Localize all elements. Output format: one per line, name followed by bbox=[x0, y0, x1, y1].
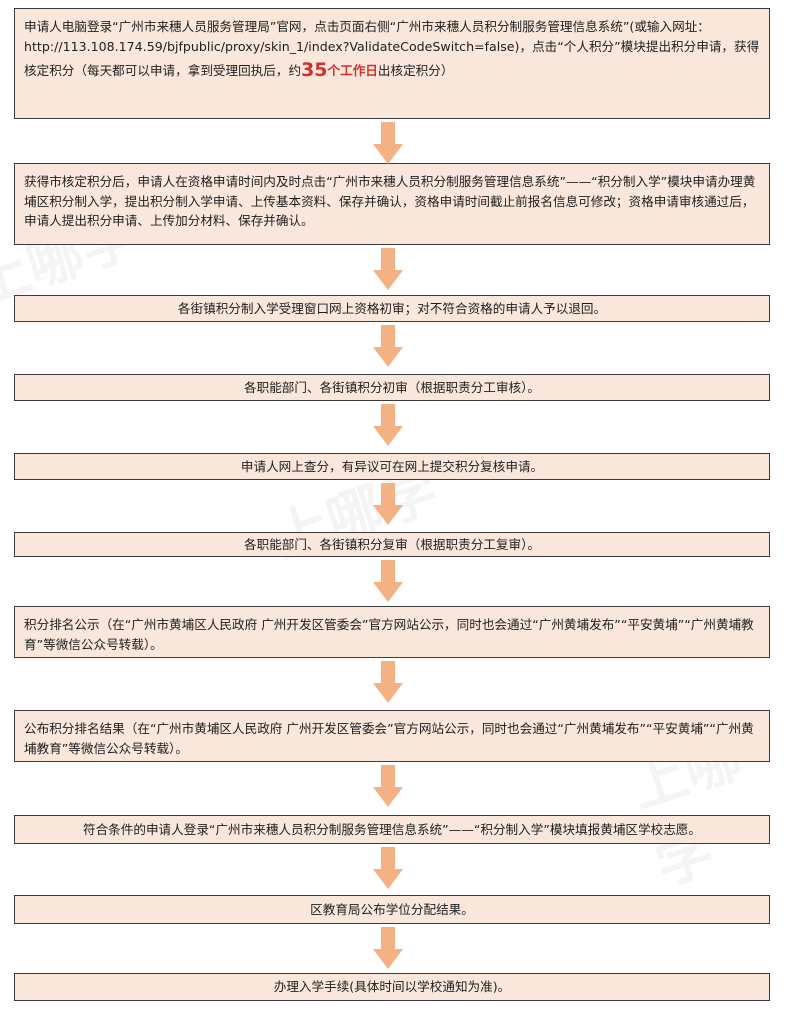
step-text-segment: 各职能部门、各街镇积分初审（根据职责分工审核）。 bbox=[244, 379, 540, 395]
step-highlight: 35 bbox=[301, 59, 328, 82]
step-text-11: 办理入学手续(具体时间以学校通知为准)。 bbox=[274, 977, 511, 997]
step-box-10: 区教育局公布学位分配结果。 bbox=[14, 895, 770, 924]
down-arrow-icon bbox=[373, 927, 403, 969]
step-text-segment: 各职能部门、各街镇积分复审（根据职责分工复审）。 bbox=[244, 536, 540, 552]
down-arrow-icon bbox=[373, 404, 403, 446]
step-text-segment: 申请人网上查分，有异议可在网上提交积分复核申请。 bbox=[240, 458, 544, 474]
step-box-11: 办理入学手续(具体时间以学校通知为准)。 bbox=[14, 973, 770, 1001]
down-arrow-icon bbox=[373, 248, 403, 290]
step-text-segment: 出核定积分） bbox=[377, 63, 454, 79]
step-box-7: 积分排名公示（在“广州市黄埔区人民政府 广州开发区管委会”官方网站公示，同时也会… bbox=[14, 606, 770, 658]
step-text-segment: 符合条件的申请人登录“广州市来穗人员积分制服务管理信息系统”——“积分制入学”模… bbox=[82, 821, 701, 837]
down-arrow-icon bbox=[373, 847, 403, 889]
step-text-6: 各职能部门、各街镇积分复审（根据职责分工复审）。 bbox=[244, 535, 540, 555]
down-arrow-icon bbox=[373, 765, 403, 807]
step-text-segment: 积分排名公示（在“广州市黄埔区人民政府 广州开发区管委会”官方网站公示，同时也会… bbox=[24, 617, 754, 652]
step-text-segment: 区教育局公布学位分配结果。 bbox=[310, 901, 474, 917]
step-text-9: 符合条件的申请人登录“广州市来穗人员积分制服务管理信息系统”——“积分制入学”模… bbox=[83, 820, 701, 840]
step-box-3: 各街镇积分制入学受理窗口网上资格初审；对不符合资格的申请人予以退回。 bbox=[14, 295, 770, 322]
step-text-10: 区教育局公布学位分配结果。 bbox=[310, 900, 474, 920]
step-text-3: 各街镇积分制入学受理窗口网上资格初审；对不符合资格的申请人予以退回。 bbox=[178, 299, 606, 319]
step-box-6: 各职能部门、各街镇积分复审（根据职责分工复审）。 bbox=[14, 532, 770, 557]
step-box-5: 申请人网上查分，有异议可在网上提交积分复核申请。 bbox=[14, 453, 770, 480]
step-text-segment: 获得市核定积分后，申请人在资格申请时间内及时点击“广州市来穗人员积分制服务管理信… bbox=[24, 174, 756, 229]
step-box-9: 符合条件的申请人登录“广州市来穗人员积分制服务管理信息系统”——“积分制入学”模… bbox=[14, 815, 770, 844]
step-box-2: 获得市核定积分后，申请人在资格申请时间内及时点击“广州市来穗人员积分制服务管理信… bbox=[14, 163, 770, 245]
down-arrow-icon bbox=[373, 560, 403, 602]
step-text-segment: 办理入学手续(具体时间以学校通知为准)。 bbox=[273, 979, 511, 995]
step-highlight: 个工作日 bbox=[327, 63, 378, 79]
down-arrow-icon bbox=[373, 483, 403, 525]
step-text-1: 申请人电脑登录“广州市来穗人员服务管理局”官网，点击页面右侧“广州市来穗人员积分… bbox=[24, 17, 760, 85]
step-box-1: 申请人电脑登录“广州市来穗人员服务管理局”官网，点击页面右侧“广州市来穗人员积分… bbox=[14, 8, 770, 119]
down-arrow-icon bbox=[373, 661, 403, 703]
step-box-4: 各职能部门、各街镇积分初审（根据职责分工审核）。 bbox=[14, 374, 770, 401]
down-arrow-icon bbox=[373, 325, 403, 367]
step-text-segment: 各街镇积分制入学受理窗口网上资格初审；对不符合资格的申请人予以退回。 bbox=[177, 300, 607, 316]
step-text-7: 积分排名公示（在“广州市黄埔区人民政府 广州开发区管委会”官方网站公示，同时也会… bbox=[24, 615, 760, 654]
step-box-8: 公布积分排名结果（在“广州市黄埔区人民政府 广州开发区管委会”官方网站公示，同时… bbox=[14, 710, 770, 762]
step-text-5: 申请人网上查分，有异议可在网上提交积分复核申请。 bbox=[241, 457, 543, 477]
step-text-2: 获得市核定积分后，申请人在资格申请时间内及时点击“广州市来穗人员积分制服务管理信… bbox=[24, 172, 760, 231]
step-text-4: 各职能部门、各街镇积分初审（根据职责分工审核）。 bbox=[244, 378, 540, 398]
down-arrow-icon bbox=[373, 122, 403, 164]
step-text-8: 公布积分排名结果（在“广州市黄埔区人民政府 广州开发区管委会”官方网站公示，同时… bbox=[24, 719, 760, 758]
step-text-segment: 公布积分排名结果（在“广州市黄埔区人民政府 广州开发区管委会”官方网站公示，同时… bbox=[24, 721, 754, 756]
step-text-segment: 申请人电脑登录“广州市来穗人员服务管理局”官网，点击页面右侧“广州市来穗人员积分… bbox=[24, 19, 760, 79]
